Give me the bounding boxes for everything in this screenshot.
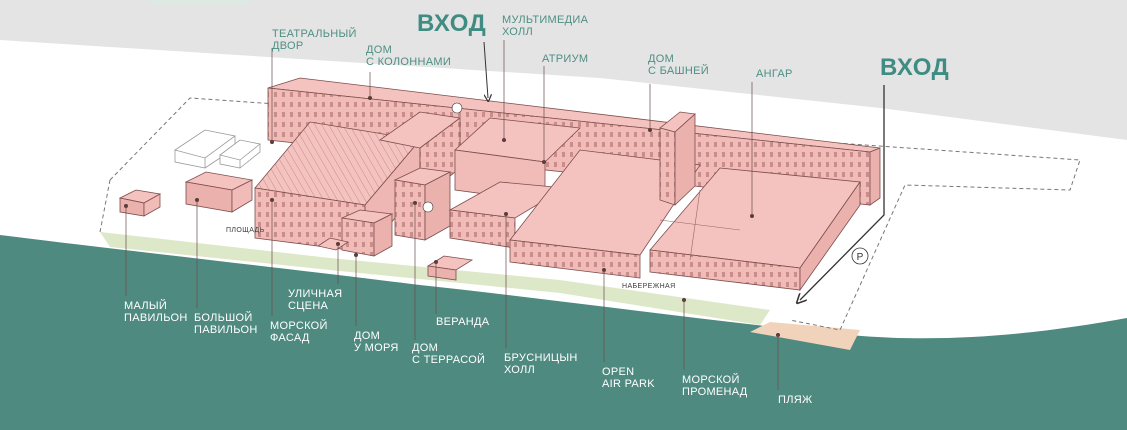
sea-area [0, 235, 1127, 430]
outline-building-2 [219, 139, 261, 169]
road-area [0, 0, 1127, 140]
entrance-arrow-top [483, 41, 488, 98]
ulichnaya-scena-building [316, 237, 350, 251]
beach-area [750, 322, 860, 350]
veranda-building [426, 255, 474, 281]
morskoy-fasad-building [254, 121, 421, 254]
label-atrium: АТРИУМ [542, 53, 589, 65]
entrance-label-top: ВХОД [417, 10, 487, 37]
wc-icon-2 [422, 201, 434, 213]
label-veranda: ВЕРАНДА [436, 316, 490, 328]
angar-building [649, 167, 861, 292]
parking-icon [851, 247, 869, 265]
promenade-strip [100, 232, 770, 325]
leader-lines [125, 40, 779, 390]
bolshoy-pavilion-building [184, 171, 254, 213]
entrance-arrow-right [800, 85, 885, 300]
parking-symbol: P [857, 252, 864, 263]
label-angar: АНГАР [756, 68, 793, 80]
label-naberezhnaya: НАБЕРЕЖНАЯ [622, 283, 676, 290]
entrance-label-right: ВХОД [880, 54, 950, 81]
road-edge-mark [150, 0, 250, 6]
dom-s-terrasoy-building [393, 167, 452, 241]
label-ploshad: ПЛОЩАДЬ [226, 227, 265, 234]
dom-s-bashney-building [509, 111, 701, 279]
site-border [109, 97, 1081, 331]
wc-icon [451, 102, 463, 114]
outline-building-1 [174, 129, 236, 169]
dom-u-morya-building [340, 209, 394, 257]
label-plyazh: ПЛЯЖ [778, 394, 813, 406]
site-border-lower [99, 179, 111, 233]
brusnitsyn-holl-building [448, 181, 567, 249]
